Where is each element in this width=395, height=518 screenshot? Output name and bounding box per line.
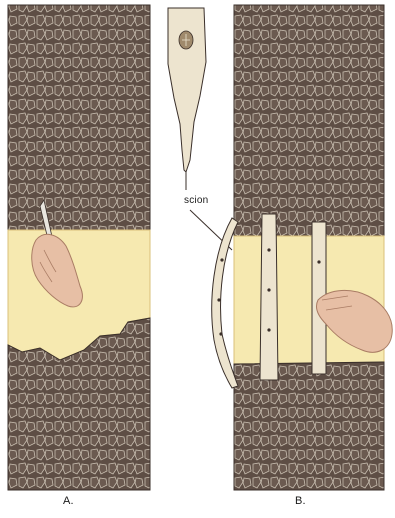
panel-b-upper-bark: [234, 5, 384, 240]
scion-label: scion: [184, 195, 208, 206]
panel-b-lower-bark: [234, 362, 384, 490]
panel-a-upper-bark: [8, 5, 150, 232]
scion-detail-icon: [168, 8, 206, 190]
scion-vertical-1: [260, 214, 278, 380]
panel-b: [212, 5, 393, 490]
panel-a: [8, 5, 150, 490]
panel-b-label: B.: [295, 495, 306, 507]
panel-a-label: A.: [63, 495, 74, 507]
